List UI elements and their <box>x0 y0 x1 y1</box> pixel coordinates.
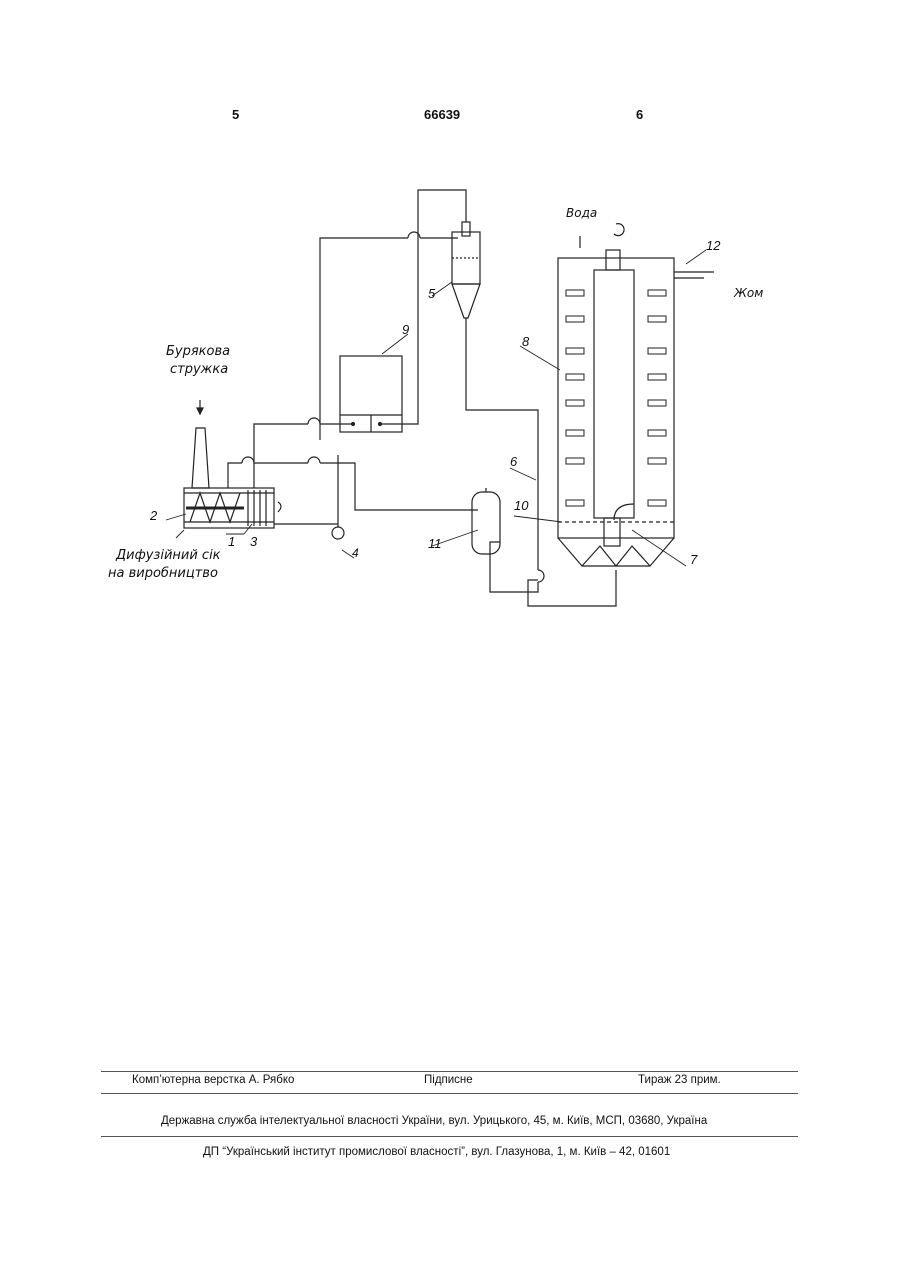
footer-rule-bottom <box>101 1136 798 1137</box>
ref-7: 7 <box>690 552 697 567</box>
heat-exchanger <box>340 356 402 432</box>
ref-6: 6 <box>510 454 517 469</box>
ref-12: 12 <box>706 238 720 253</box>
footer-signed: Підписне <box>424 1074 473 1086</box>
process-diagram: Бурякова стружка Вода Жом Дифузійний сік… <box>0 0 901 700</box>
footer-layout: Комп’ютерна верстка А. Рябко <box>132 1074 294 1086</box>
ref-4: 4 <box>352 546 359 560</box>
water-label: Вода <box>566 206 597 220</box>
diffusion-apparatus <box>184 488 281 528</box>
pulp-label: Жом <box>734 286 763 300</box>
footer-rule-middle <box>101 1093 798 1094</box>
ref-5: 5 <box>428 286 435 301</box>
receiver-tank <box>472 488 500 554</box>
ref-9: 9 <box>402 322 409 337</box>
diffusion-juice-label-line1: Дифузійний сік <box>116 548 221 563</box>
cyclone-separator <box>452 222 480 318</box>
beet-chips-label-line2: стружка <box>170 362 228 377</box>
ref-8: 8 <box>522 334 529 349</box>
diffusion-juice-label-line2: на виробництво <box>108 566 218 581</box>
ref-10: 10 <box>514 498 528 513</box>
ref-2: 2 <box>150 508 157 523</box>
footer-rule-top <box>101 1071 798 1072</box>
ref-3: 3 <box>250 534 257 549</box>
ref-11: 11 <box>428 536 442 551</box>
footer-circulation: Тираж 23 прим. <box>638 1074 721 1086</box>
ref-1: 1 <box>228 534 235 549</box>
chips-feed-hopper <box>192 400 209 488</box>
footer-institute: ДП “Український інститут промислової вла… <box>203 1146 670 1158</box>
footer-agency: Державна служба інтелектуальної власност… <box>161 1115 707 1127</box>
pump <box>274 455 344 539</box>
extraction-tower <box>558 224 714 566</box>
beet-chips-label-line1: Бурякова <box>166 344 230 359</box>
